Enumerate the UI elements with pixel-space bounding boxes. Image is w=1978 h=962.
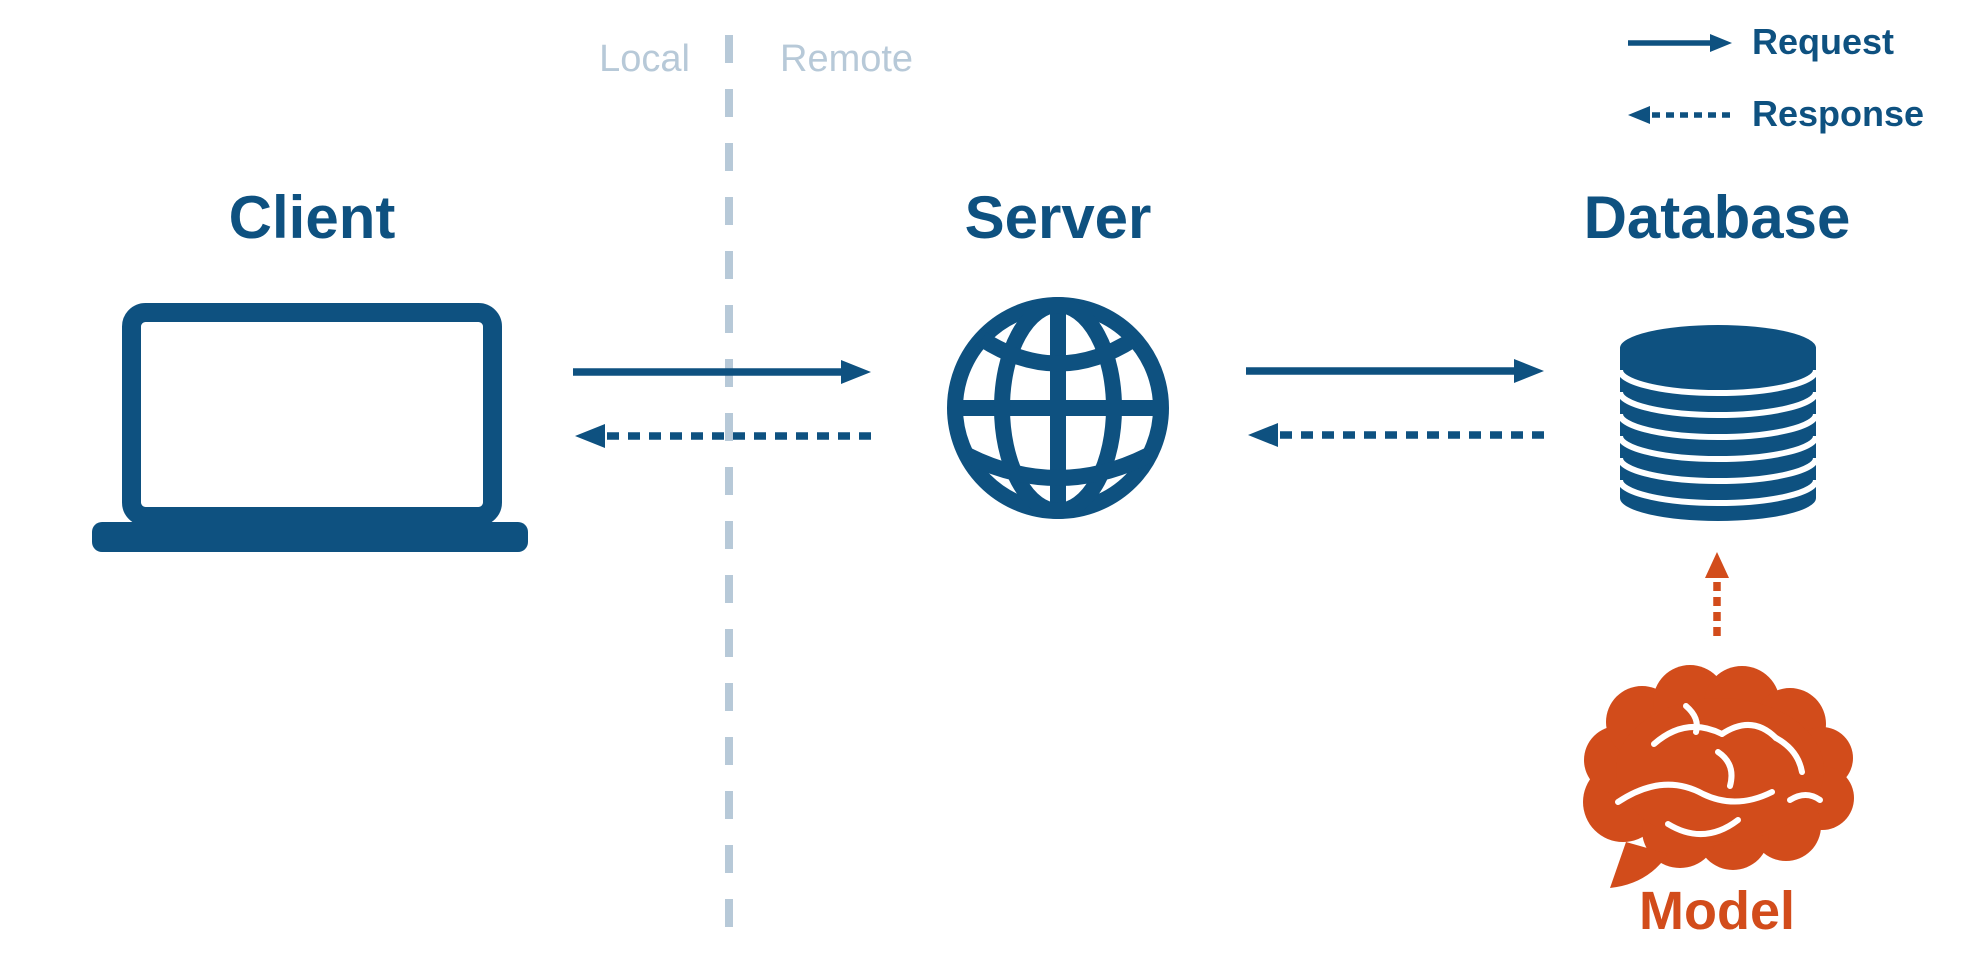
database-node-title: Database (1583, 184, 1851, 251)
local-remote-divider-line (725, 35, 733, 940)
server-node-title: Server (964, 184, 1152, 251)
request-arrow-icon (1628, 34, 1732, 52)
client-node-title: Client (228, 184, 396, 251)
database-icon (1617, 325, 1819, 521)
request-arrow-server-to-database (1246, 359, 1544, 383)
model-node-title: Model (1639, 881, 1795, 941)
legend-label-response: Response (1752, 93, 1925, 134)
zone-label-remote: Remote (780, 38, 914, 80)
laptop-icon (92, 303, 528, 552)
request-arrow-client-to-server (573, 360, 871, 384)
zone-label-local: Local (599, 38, 690, 80)
response-arrow-server-to-client (575, 424, 871, 448)
response-arrow-icon (1628, 106, 1730, 124)
legend-label-request: Request (1752, 21, 1895, 62)
update-arrow-model-to-database (1705, 552, 1729, 640)
response-arrow-database-to-server (1248, 423, 1544, 447)
brain-icon (1583, 665, 1854, 888)
globe-icon (947, 297, 1169, 519)
